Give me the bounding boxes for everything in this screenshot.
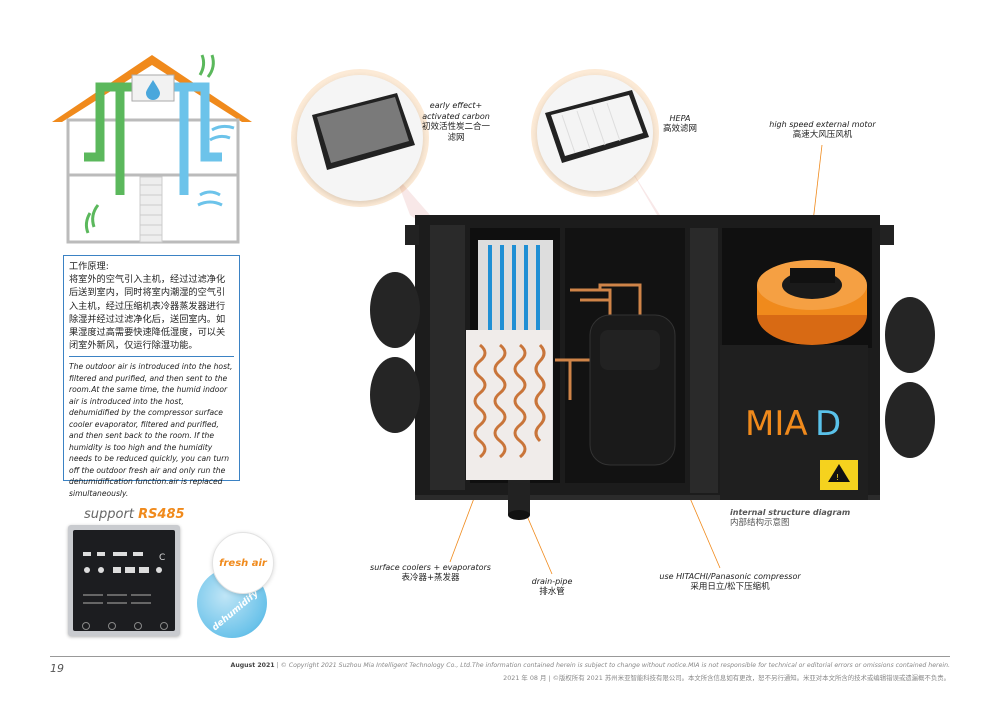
motor (757, 260, 867, 345)
callout-coolers: surface coolers + evaporators 表冷器+蒸发器 (368, 562, 493, 584)
green-airflow-icon (84, 54, 215, 234)
callout-hepa-cn: 高效滤网 (662, 124, 697, 134)
panel-button (160, 622, 168, 630)
duct-port (370, 357, 420, 433)
principle-body-en: The outdoor air is introduced into the h… (69, 362, 233, 498)
callout-compressor-en: use HITACHI/Panasonic compressor (659, 572, 801, 581)
dehumidify-label: dehumidify (210, 588, 261, 634)
logo-miad: MIA (745, 404, 808, 444)
logo-d: D (815, 404, 841, 444)
evaporator-coil (466, 240, 553, 480)
divider (69, 356, 234, 358)
control-panel-screen: C (73, 530, 175, 631)
principle-title-cn: 工作原理: (69, 261, 109, 272)
callout-filter-carbon-cn: 初效活性炭二合一滤网 (421, 122, 490, 143)
callout-drain: drain-pipe 排水管 (518, 576, 586, 598)
warning-sticker: ! (820, 460, 858, 490)
panel-button (134, 622, 142, 630)
rs485-highlight: RS485 (138, 507, 185, 522)
fresh-air-badge: fresh air (212, 532, 274, 594)
filter-zoom-carbon (297, 75, 423, 201)
duct-port (370, 272, 420, 348)
panel-button (108, 622, 116, 630)
callout-coolers-cn: 表冷器+蒸发器 (401, 573, 460, 583)
control-panel-image: C (68, 525, 180, 636)
callout-structure-en: internal structure diagram (730, 508, 851, 517)
callout-hepa-en: HEPA (669, 114, 691, 123)
callout-filter-carbon: early effect+ activated carbon 初效活性炭二合一滤… (420, 100, 492, 144)
page-number: 19 (50, 662, 64, 675)
callout-drain-en: drain-pipe (531, 577, 573, 586)
svg-text:!: ! (836, 473, 839, 482)
rs485-title: support RS485 (84, 507, 185, 522)
house-airflow-diagram (52, 54, 252, 244)
roof (52, 55, 252, 122)
panel-display-icons: C (83, 552, 165, 604)
fresh-air-label: fresh air (219, 557, 267, 569)
footer-copyright-en: August 2021 | © Copyright 2021 Suzhou Mi… (231, 662, 950, 669)
water-drop-icon (146, 80, 160, 100)
working-principle-box: 工作原理: 将室外的空气引入主机，经过过滤净化后送到室内，同时将室内潮湿的空气引… (63, 255, 240, 498)
svg-text:C: C (159, 553, 165, 563)
drain-pipe (508, 480, 530, 520)
footer-divider (50, 656, 950, 657)
callout-coolers-en: surface coolers + evaporators (370, 563, 491, 572)
blue-airflow-icon (197, 124, 235, 207)
duct-port (885, 297, 935, 373)
callout-compressor-cn: 采用日立/松下压缩机 (690, 582, 770, 592)
footer-copyright-cn: 2021 年 08 月 | ©版权所有 2021 苏州米亚智能科技有限公司。本文… (503, 674, 950, 682)
callout-hepa: HEPA 高效滤网 (655, 113, 705, 135)
callout-motor-en: high speed external motor (769, 120, 876, 129)
callout-motor: high speed external motor 高速大风压风机 (765, 119, 880, 141)
callout-motor-cn: 高速大风压风机 (792, 130, 853, 140)
compressor (589, 314, 676, 466)
callout-compressor: use HITACHI/Panasonic compressor 采用日立/松下… (655, 571, 805, 593)
callout-drain-cn: 排水管 (539, 587, 565, 597)
footer-en-text: | © Copyright 2021 Suzhou Mia Intelligen… (276, 662, 950, 669)
callout-structure: internal structure diagram 内部结构示意图 (730, 507, 860, 529)
duct-port (885, 382, 935, 458)
filter-zoom-hepa (537, 75, 653, 191)
principle-body-cn: 将室外的空气引入主机，经过过滤净化后送到室内，同时将室内潮湿的空气引入主机，经过… (69, 274, 226, 352)
callout-filter-carbon-en: early effect+ activated carbon (422, 101, 490, 121)
footer-date: August 2021 (230, 662, 275, 669)
panel-button (82, 622, 90, 630)
machine-illustration: MIA D ! (370, 144, 935, 575)
callout-structure-cn: 内部结构示意图 (730, 518, 790, 528)
rs485-prefix: support (84, 507, 134, 522)
